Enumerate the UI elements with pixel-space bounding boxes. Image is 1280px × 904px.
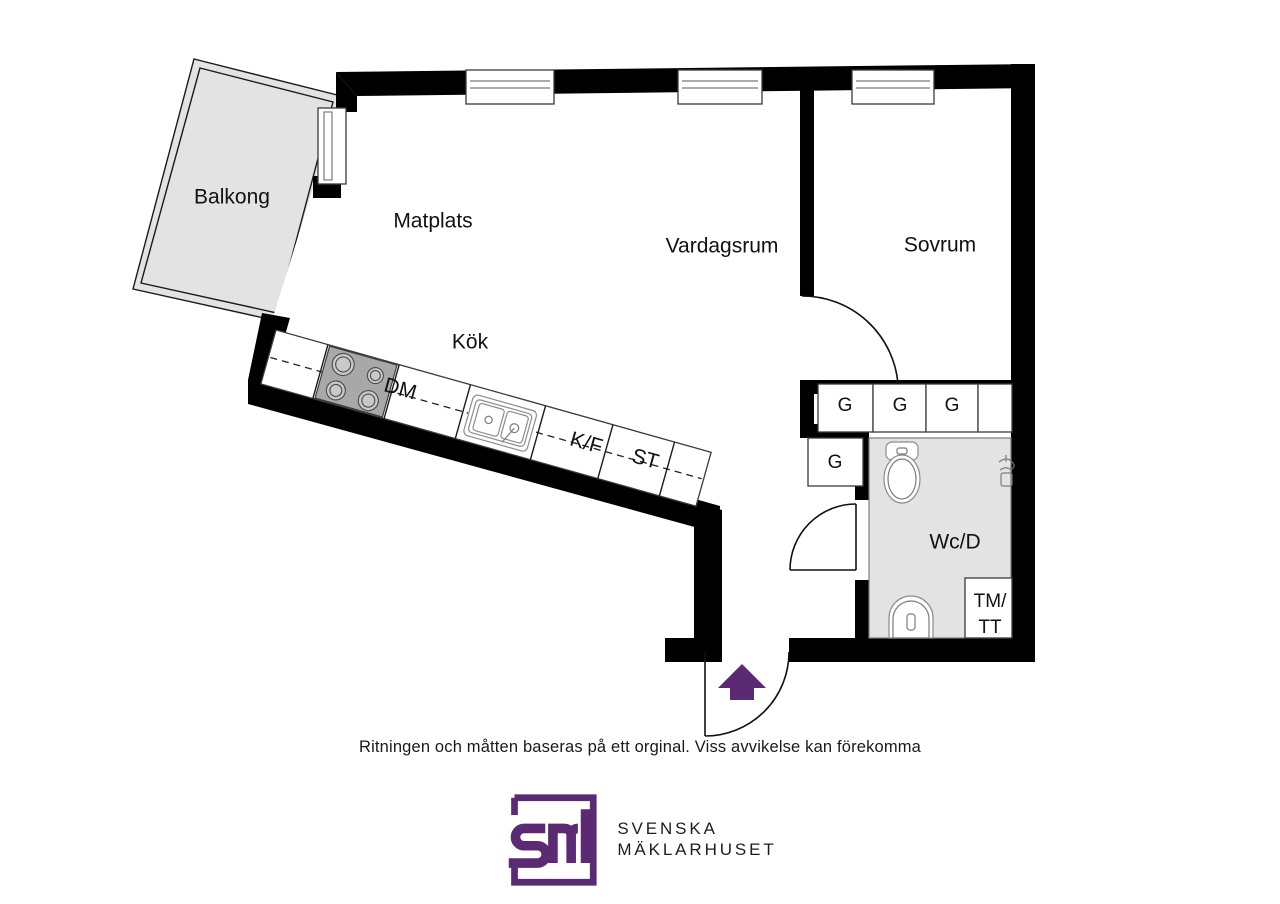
window-2 <box>677 69 763 105</box>
bathroom-door-swing <box>789 503 857 571</box>
plan-disclaimer-caption: Ritningen och måtten baseras på ett orgi… <box>358 738 922 756</box>
toilet-icon <box>883 441 921 504</box>
closet-label-2: G <box>893 395 908 416</box>
brand-logo: SVENSKA MÄKLARHUSET <box>0 792 1280 888</box>
wash-basin-icon <box>888 595 934 639</box>
room-label-balkong: Balkong <box>194 186 270 209</box>
kitchen-sink-icon <box>463 394 538 452</box>
washer-dryer-box <box>964 577 1013 639</box>
window-3 <box>851 69 935 105</box>
brand-line-2: MÄKLARHUSET <box>617 840 777 859</box>
room-label-sovrum: Sovrum <box>904 234 976 257</box>
arrow-up-icon <box>718 664 766 700</box>
window-group <box>317 69 935 185</box>
closet-label-3: G <box>945 395 960 416</box>
room-label-wcd: Wc/D <box>929 531 980 554</box>
bathroom-area: TM/ TT <box>868 437 1015 639</box>
bedroom-door-swing <box>801 295 899 385</box>
room-label-vardagsrum: Vardagsrum <box>666 235 779 258</box>
door-swings <box>704 295 899 737</box>
brand-line-1: SVENSKA <box>617 819 718 839</box>
room-label-matplats: Matplats <box>393 210 472 233</box>
smh-monogram-icon <box>509 794 597 886</box>
closet-row <box>807 383 1013 487</box>
window-1 <box>465 69 555 105</box>
balcony-door <box>317 107 347 185</box>
closet-label-1: G <box>838 395 853 416</box>
label-tt: TT <box>978 617 1002 638</box>
entry-door-swing <box>704 651 790 737</box>
closet-label-4: G <box>828 452 843 473</box>
room-labels: Balkong Matplats Vardagsrum Sovrum Kök W… <box>194 186 981 554</box>
closet-labels: G G G G <box>828 395 960 473</box>
label-tm: TM/ <box>974 591 1007 612</box>
room-label-kok: Kök <box>452 331 489 354</box>
kitchen-counter <box>260 329 712 508</box>
shower-fixture-icon <box>998 455 1015 487</box>
